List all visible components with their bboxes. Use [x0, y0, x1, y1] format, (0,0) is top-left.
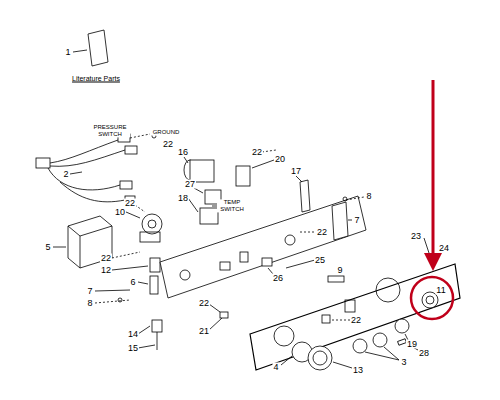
- callout-number: 22: [251, 148, 263, 157]
- highlight-circle: [411, 277, 453, 319]
- callout-number: 14: [127, 330, 139, 339]
- callout-number: 26: [272, 274, 284, 283]
- callout-number: 15: [127, 344, 139, 353]
- callout-number: 18: [177, 194, 189, 203]
- callout-number: 6: [129, 278, 136, 287]
- part-label: PRESSURE SWITCH: [90, 124, 130, 137]
- callout-number: 2: [62, 170, 69, 179]
- callout-number: 16: [177, 148, 189, 157]
- callout-number: 27: [184, 180, 196, 189]
- callout-number: 11: [435, 286, 446, 295]
- callout-number: 17: [290, 167, 302, 176]
- callout-number: 22: [350, 316, 362, 325]
- callout-number: 22: [100, 254, 112, 263]
- callout-number: 3: [400, 358, 407, 367]
- callout-number: 28: [418, 349, 430, 358]
- part-label: GROUND: [152, 129, 181, 136]
- highlight-arrow: [432, 80, 435, 262]
- callout-number: 24: [438, 244, 450, 253]
- callout-number: 13: [352, 366, 364, 375]
- callout-number: 12: [100, 266, 112, 275]
- callout-number: 8: [365, 192, 372, 201]
- callout-number: 7: [86, 287, 93, 296]
- callout-number: 20: [274, 155, 286, 164]
- callout-number: 22: [198, 299, 210, 308]
- part-label: TEMP SWITCH: [217, 199, 247, 212]
- callout-number: 9: [336, 266, 343, 275]
- callout-number: 19: [406, 340, 418, 349]
- part-label: Literature Parts: [71, 75, 121, 82]
- callout-number: 23: [410, 232, 422, 241]
- callout-number: 7: [353, 216, 360, 225]
- callout-number: 22: [316, 228, 328, 237]
- callout-number: 10: [114, 208, 126, 217]
- callout-number: 22: [124, 199, 136, 208]
- callout-number: 4: [272, 363, 279, 372]
- callout-number: 22: [162, 140, 174, 149]
- callout-number: 25: [314, 256, 326, 265]
- callout-number: 5: [44, 243, 51, 252]
- callout-number: 21: [198, 327, 210, 336]
- callout-number: 8: [86, 299, 93, 308]
- callout-number: 1: [64, 48, 71, 57]
